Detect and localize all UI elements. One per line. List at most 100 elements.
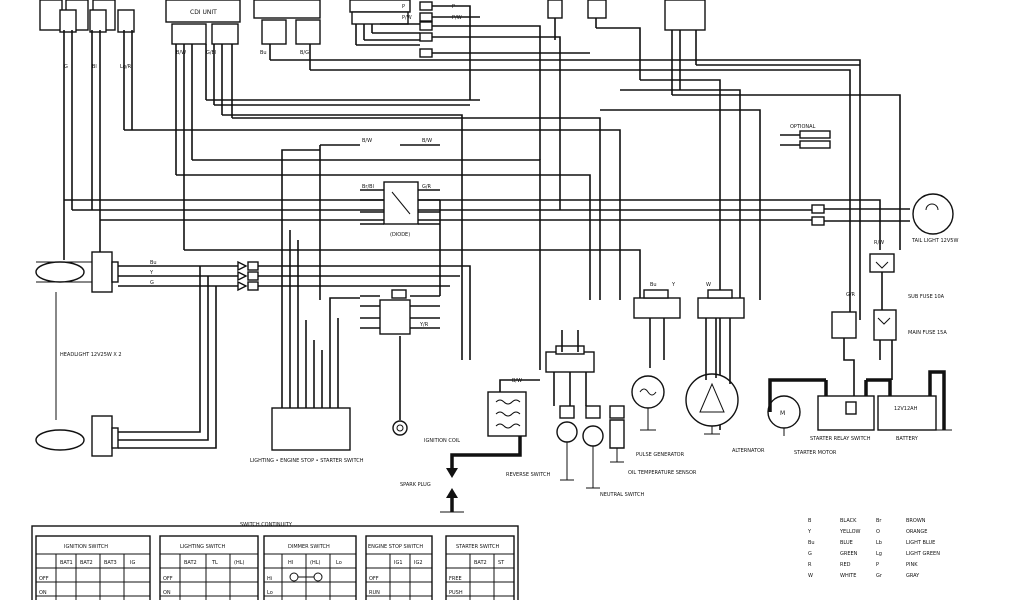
svg-text:Bu: Bu [650,282,657,288]
svg-text:B/G: B/G [300,50,309,56]
svg-text:P: P [876,562,879,568]
svg-text:Lg: Lg [876,551,882,557]
svg-text:BAT2: BAT2 [80,560,93,566]
table-ignition-switch: IGNITION SWITCH BAT1 BAT2 BAT3 IG OFF ON [35,535,151,600]
svg-text:Y: Y [671,282,676,288]
continuity-title: SWITCH CONTINUITY [240,522,293,528]
table-dimmer-switch: DIMMER SWITCH HI (HL) Lo Hi Lo [263,535,357,600]
relay-block: Y/R [360,200,441,335]
svg-text:Br/Bl: Br/Bl [362,184,374,190]
cdi-unit-label: CDI UNIT [190,9,217,16]
svg-text:Bu: Bu [808,540,815,546]
svg-text:P/W: P/W [402,15,412,21]
svg-text:FREE: FREE [449,576,462,582]
starter-motor-label: STARTER MOTOR [794,450,837,456]
svg-text:B/W: B/W [176,50,186,56]
svg-text:DIMMER SWITCH: DIMMER SWITCH [288,544,330,550]
pulse-generator: PULSE GENERATOR [631,289,685,458]
svg-text:(HL): (HL) [234,560,244,566]
svg-text:R/W: R/W [874,240,884,246]
battery-rating: 12V12AH [894,406,918,412]
alternator: ALTERNATOR [685,289,765,454]
svg-text:BROWN: BROWN [906,518,926,524]
svg-text:B: B [808,518,812,524]
svg-text:Br: Br [876,518,882,524]
top-connector-group-left [39,0,135,33]
top-connector-middle [253,0,321,45]
top-small-connectors: P P/W P P/W [402,1,462,58]
alternator-label: ALTERNATOR [732,448,765,454]
svg-text:STARTER SWITCH: STARTER SWITCH [456,544,499,550]
svg-text:BAT3: BAT3 [104,560,117,566]
svg-text:TL: TL [211,560,218,566]
ignition-coil-label: IGNITION COIL [424,438,460,444]
tail-light: TAIL LIGHT 12V5W [811,193,958,244]
svg-text:PINK: PINK [906,562,918,568]
svg-text:RED: RED [840,562,851,568]
starter-motor: M STARTER MOTOR [767,378,837,456]
svg-text:G/R: G/R [422,184,432,190]
svg-text:ENGINE STOP SWITCH: ENGINE STOP SWITCH [368,544,423,550]
svg-text:Y/R: Y/R [419,322,429,328]
svg-text:Hi: Hi [267,576,272,582]
svg-text:BAT1: BAT1 [60,560,73,566]
oil-temperature-sensor: OIL TEMPERATURE SENSOR [609,405,697,476]
svg-text:GREEN: GREEN [840,551,858,557]
ignition-coil: B/W IGNITION COIL [424,378,540,470]
headlight-connectors [237,260,471,360]
reverse-switch: REVERSE SWITCH [506,405,578,481]
svg-text:P/W: P/W [452,15,462,21]
svg-text:LIGHT BLUE: LIGHT BLUE [906,540,935,546]
switch-panel: LIGHTING • ENGINE STOP • STARTER SWITCH [250,145,364,464]
table-starter-switch: STARTER SWITCH BAT2 ST FREE PUSH [445,535,515,600]
spark-plug-label: SPARK PLUG [400,482,431,488]
svg-text:B/W: B/W [422,138,432,144]
svg-text:ORANGE: ORANGE [906,529,927,535]
svg-text:OFF: OFF [39,576,49,582]
svg-text:W: W [706,282,711,288]
svg-text:O: O [876,529,880,535]
svg-text:ST: ST [498,560,505,566]
svg-text:P: P [402,4,405,10]
color-legend: B BLACK Y YELLOW Bu BLUE G GREEN R RED W… [807,518,940,579]
svg-text:G: G [64,64,68,70]
svg-text:Lb: Lb [876,540,882,546]
svg-text:(HL): (HL) [310,560,320,566]
diode-label: (DIODE) [390,232,410,238]
pulse-generator-label: PULSE GENERATOR [636,452,685,458]
svg-text:Gr: Gr [876,573,883,579]
svg-text:Y: Y [807,529,812,535]
motor-symbol: M [780,410,785,417]
table-lighting-switch: LIGHTING SWITCH BAT2 TL (HL) OFF ON [159,535,259,600]
optional-label: OPTIONAL [790,124,816,130]
svg-text:LIGHT GREEN: LIGHT GREEN [906,551,940,557]
fuse-block: SUB FUSE 10A MAIN FUSE 15A [869,253,947,380]
svg-text:IG1: IG1 [394,560,403,566]
switch-continuity: SWITCH CONTINUITY IGNITION SWITCH BAT1 B… [31,522,519,600]
svg-text:RUN: RUN [369,590,380,596]
cdi-unit-box: CDI UNIT [165,0,241,45]
sensor-connector [545,330,595,406]
battery: 12V12AH BATTERY [877,370,952,442]
horizontal-wires [64,5,901,430]
battery-label: BATTERY [896,436,919,442]
starter-relay-switch: STARTER RELAY SWITCH [810,311,892,442]
svg-text:G/R: G/R [846,292,856,298]
svg-text:W: W [808,573,813,579]
neutral-switch-label: NEUTRAL SWITCH [600,492,645,498]
svg-text:BAT2: BAT2 [184,560,197,566]
svg-text:BAT2: BAT2 [474,560,487,566]
sub-fuse-label: SUB FUSE 10A [908,294,945,300]
switch-panel-label: LIGHTING • ENGINE STOP • STARTER SWITCH [250,458,364,464]
svg-text:Lg/R: Lg/R [120,64,132,70]
svg-text:WHITE: WHITE [840,573,856,579]
svg-text:G: G [150,280,154,286]
oil-temp-label: OIL TEMPERATURE SENSOR [628,470,697,476]
optional-connectors: OPTIONAL [790,124,831,149]
svg-text:PUSH: PUSH [449,590,463,596]
svg-text:G/Bl: G/Bl [206,50,216,56]
svg-text:IG2: IG2 [414,560,423,566]
tail-light-label: TAIL LIGHT 12V5W [911,238,958,244]
svg-text:IG: IG [130,560,135,566]
